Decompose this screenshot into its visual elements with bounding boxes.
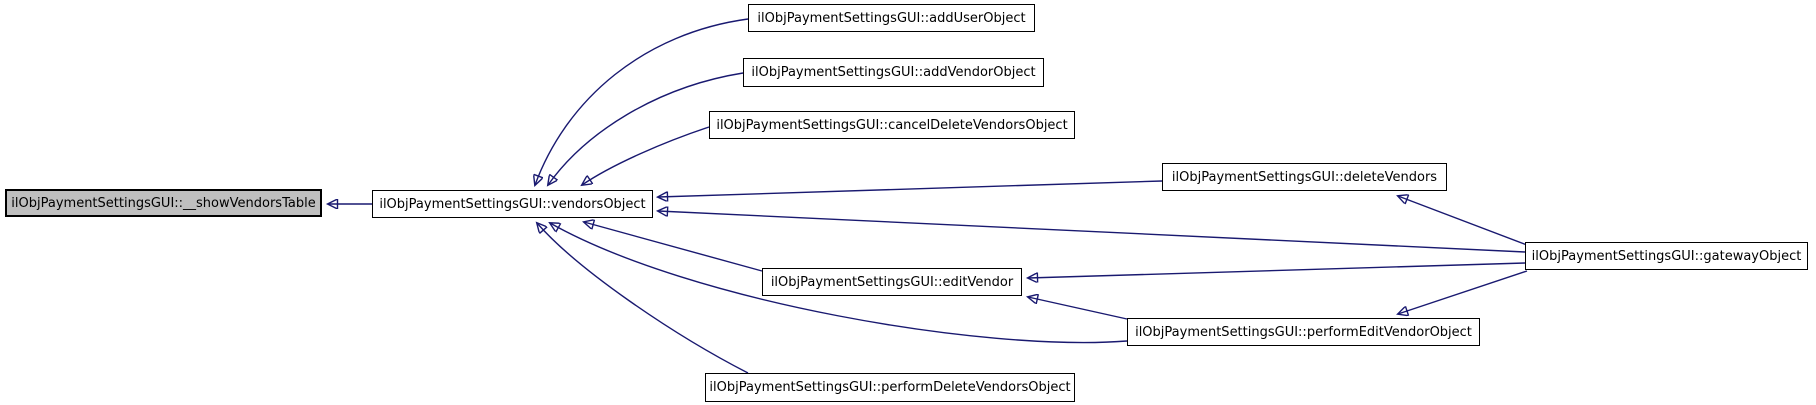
node-add-vendor-object[interactable]: ilObjPaymentSettingsGUI::addVendorObject [743,58,1044,87]
node-add-user-object[interactable]: ilObjPaymentSettingsGUI::addUserObject [748,4,1035,32]
edge-gatewayObject-performEditVendorObject [1398,270,1528,314]
node-vendors-object[interactable]: ilObjPaymentSettingsGUI::vendorsObject [372,190,653,218]
edge-gatewayObject-vendorsObject [658,211,1526,253]
node-cancel-delete-vendors-object[interactable]: ilObjPaymentSettingsGUI::cancelDeleteVen… [709,111,1075,139]
edge-editVendor-vendorsObject [584,222,763,272]
edge-performDeleteVendorsObject-vendorsObject [537,223,749,374]
edge-deleteVendors-vendorsObject [658,180,1163,197]
edge-cancelDeleteVendorsObject-vendorsObject [582,126,710,185]
node-delete-vendors[interactable]: ilObjPaymentSettingsGUI::deleteVendors [1162,163,1447,191]
edge-performEditVendorObject-vendorsObject [550,223,1128,344]
node-perform-edit-vendor-object[interactable]: ilObjPaymentSettingsGUI::performEditVend… [1127,318,1480,346]
node-show-vendors-table[interactable]: ilObjPaymentSettingsGUI::__showVendorsTa… [5,189,322,217]
node-edit-vendor[interactable]: ilObjPaymentSettingsGUI::editVendor [762,268,1022,296]
node-perform-delete-vendors-object[interactable]: ilObjPaymentSettingsGUI::performDeleteVe… [705,373,1075,402]
edge-gatewayObject-deleteVendors [1398,196,1528,246]
edge-gatewayObject-editVendor [1028,262,1526,278]
node-gateway-object[interactable]: ilObjPaymentSettingsGUI::gatewayObject [1525,242,1808,270]
edge-performEditVendorObject-editVendor [1028,297,1128,320]
edge-addVendorObject-vendorsObject [548,72,744,185]
edge-addUserObject-vendorsObject [535,18,749,185]
